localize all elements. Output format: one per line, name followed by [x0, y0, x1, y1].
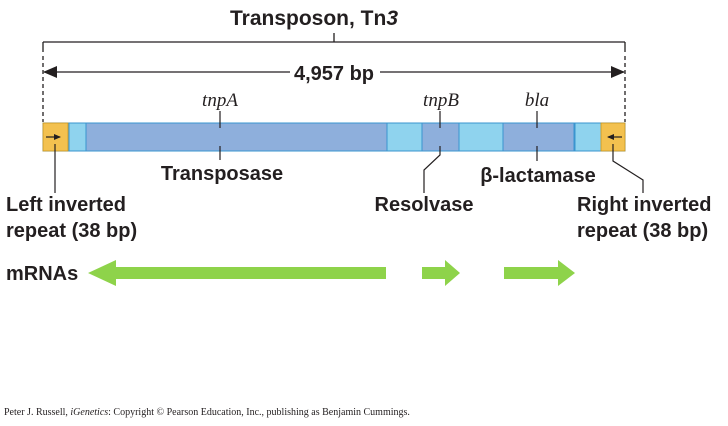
mrnas-label: mRNAs: [6, 263, 78, 285]
resolvase-leader-line: [423, 146, 441, 193]
bla-gene-label: bla: [525, 90, 549, 111]
beta-lactamase-label: β-lactamase: [480, 165, 596, 187]
tnpB-gene-label: tnpB: [423, 90, 459, 111]
bla-mrna-arrow: [504, 260, 575, 286]
tnpA-gene-box: [85, 122, 388, 152]
element-span-bracket: [42, 33, 626, 52]
tnpA-gene-label: tnpA: [202, 90, 238, 111]
transposon-bar: [42, 122, 626, 152]
left-repeat-label: Left inverted repeat (38 bp): [6, 194, 137, 242]
resolvase-label: Resolvase: [375, 194, 474, 216]
copyright-footer: Peter J. Russell, iGenetics: Copyright ©…: [4, 407, 410, 418]
left-repeat-arrow-icon: [54, 134, 61, 140]
tnpA-mrna-arrow: [88, 260, 386, 286]
title: Transposon, Tn3: [230, 7, 398, 30]
transposase-label: Transposase: [161, 163, 283, 185]
length-label: 4,957 bp: [294, 63, 374, 85]
right-repeat-leader-line: [612, 144, 644, 193]
tnpB-mrna-arrow: [422, 260, 460, 286]
right-repeat-label: Right inverted repeat (38 bp): [577, 194, 717, 242]
right-repeat-arrow-icon: [607, 134, 614, 140]
bla-gene-box: [502, 122, 575, 152]
